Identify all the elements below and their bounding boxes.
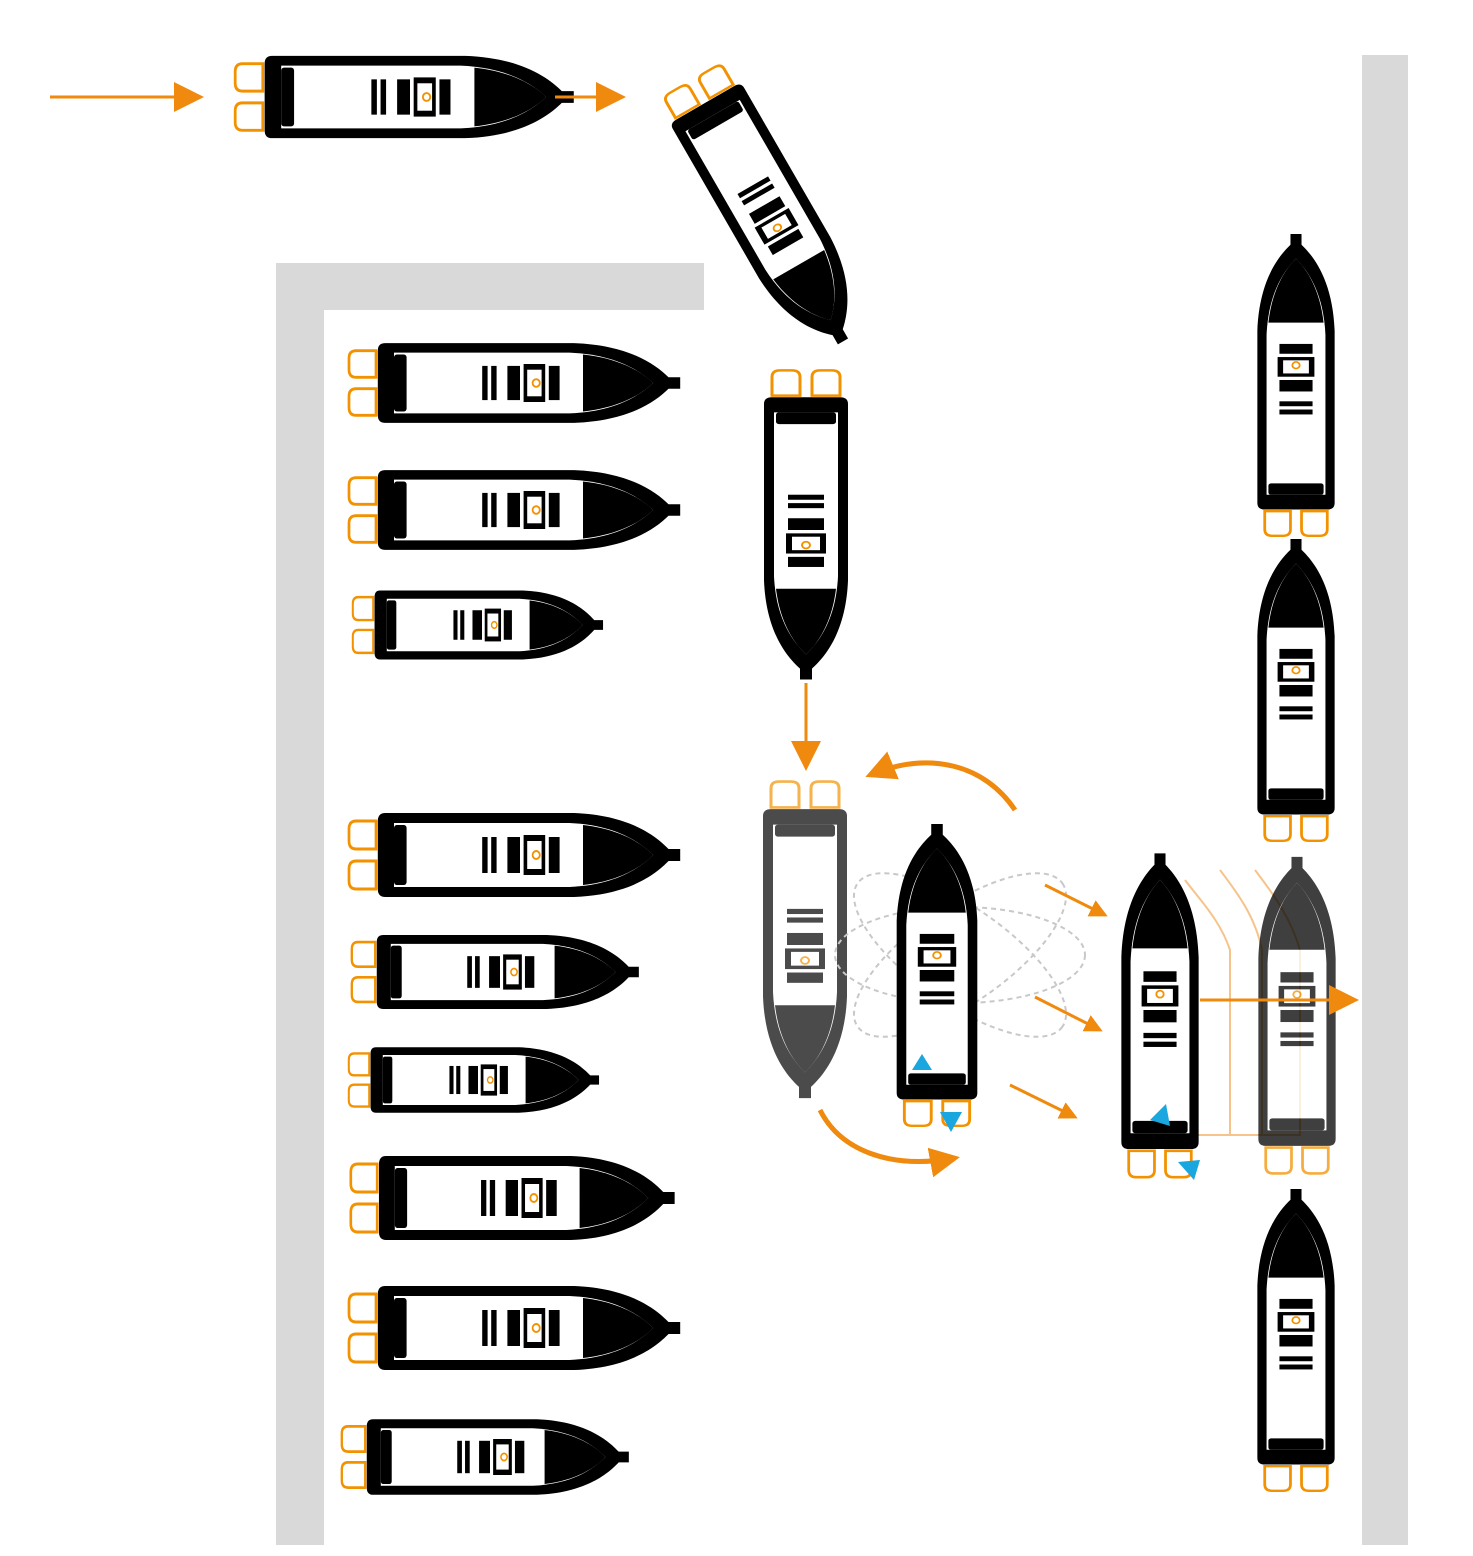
thrust-indicators <box>912 1054 1200 1180</box>
moored-boat <box>350 933 641 1011</box>
ghost-boat-end <box>1256 855 1338 1175</box>
sideways-trace <box>1184 879 1231 1136</box>
thrust-triangle-icon <box>912 1054 932 1070</box>
arrow-right-icon <box>1009 1083 1078 1119</box>
sideways-trace <box>1219 869 1263 1136</box>
dock-left <box>276 263 704 1545</box>
ghost-boats <box>761 780 1338 1175</box>
path-arrows <box>50 82 1359 1178</box>
boat-turning <box>655 58 881 364</box>
moored-boat <box>1255 537 1337 843</box>
moored-boat <box>1255 232 1337 538</box>
moored-boat <box>340 1417 631 1497</box>
arrow-right-icon <box>1034 995 1103 1032</box>
moored-boats-left <box>340 341 682 1497</box>
moored-boat <box>347 468 682 552</box>
thrust-triangle-icon <box>1150 1104 1170 1126</box>
moored-boat <box>349 1154 677 1242</box>
moored-boat <box>1255 1187 1337 1493</box>
boat-docking <box>1119 851 1201 1179</box>
dock-right <box>1362 55 1408 1545</box>
moored-boat <box>347 811 682 899</box>
moored-boat <box>347 341 682 425</box>
moored-boat <box>347 1046 601 1114</box>
rotation-arrow-icon <box>817 1108 960 1178</box>
rotation-trace <box>852 872 1068 1038</box>
rotation-arrow-icon <box>865 751 1018 812</box>
ghost-boat-start <box>761 780 849 1100</box>
moored-boat <box>347 1284 682 1372</box>
arrow-right-icon <box>1044 883 1108 917</box>
boat-approach <box>233 54 576 140</box>
thrust-triangle-icon <box>1178 1160 1200 1180</box>
moored-boat <box>351 589 605 661</box>
thrust-triangle-icon <box>940 1112 962 1132</box>
boat-entering <box>762 368 850 682</box>
boat-rotating <box>895 822 979 1128</box>
